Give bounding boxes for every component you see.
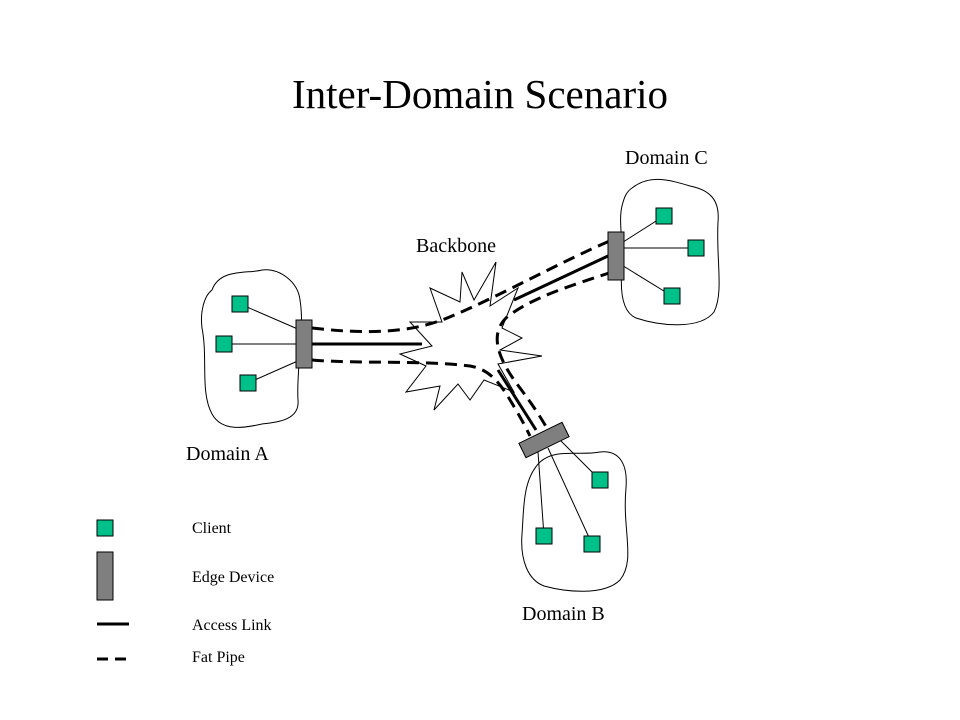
legend-client-label: Client xyxy=(192,520,232,537)
client xyxy=(215,335,233,353)
domain-a-cloud xyxy=(201,269,302,428)
backbone-star xyxy=(398,261,543,411)
edge-device-domain-c xyxy=(607,231,625,281)
client xyxy=(655,207,673,225)
client xyxy=(591,471,609,489)
edge-device-domain-b xyxy=(518,421,570,459)
access-links xyxy=(312,254,609,431)
page-title: Inter-Domain Scenario xyxy=(291,71,668,117)
fat-pipes xyxy=(311,238,613,437)
domain-b-label: Domain B xyxy=(522,603,605,625)
client xyxy=(663,287,681,305)
domain-c-clients xyxy=(655,207,705,305)
domain-a-client-lines xyxy=(224,303,301,384)
client xyxy=(239,374,257,392)
legend-fat-pipe-label: Fat Pipe xyxy=(192,649,245,666)
client xyxy=(535,527,553,545)
domain-c-cloud xyxy=(620,178,720,326)
legend-access-link-label: Access Link xyxy=(192,617,272,634)
legend-client-symbol xyxy=(96,519,114,537)
client xyxy=(231,295,249,313)
legend-edge-device-symbol xyxy=(96,551,114,601)
access-link-c xyxy=(513,254,609,302)
fat-pipe-a-c xyxy=(311,238,613,334)
client xyxy=(687,239,705,257)
domain-c-client-lines xyxy=(619,215,696,297)
backbone-label: Backbone xyxy=(416,235,496,257)
fat-pipe-c-b xyxy=(495,270,613,431)
fat-pipe-a-b xyxy=(311,358,532,437)
access-link-b xyxy=(496,369,538,431)
client xyxy=(583,535,601,553)
domain-a-label: Domain A xyxy=(186,443,269,465)
domain-b-clients xyxy=(535,471,609,553)
domain-c-label: Domain C xyxy=(625,147,708,169)
edge-device-domain-a xyxy=(295,319,313,369)
domain-b-cloud xyxy=(521,451,629,592)
legend-edge-device-label: Edge Device xyxy=(192,569,275,586)
domain-a-clients xyxy=(215,295,257,392)
